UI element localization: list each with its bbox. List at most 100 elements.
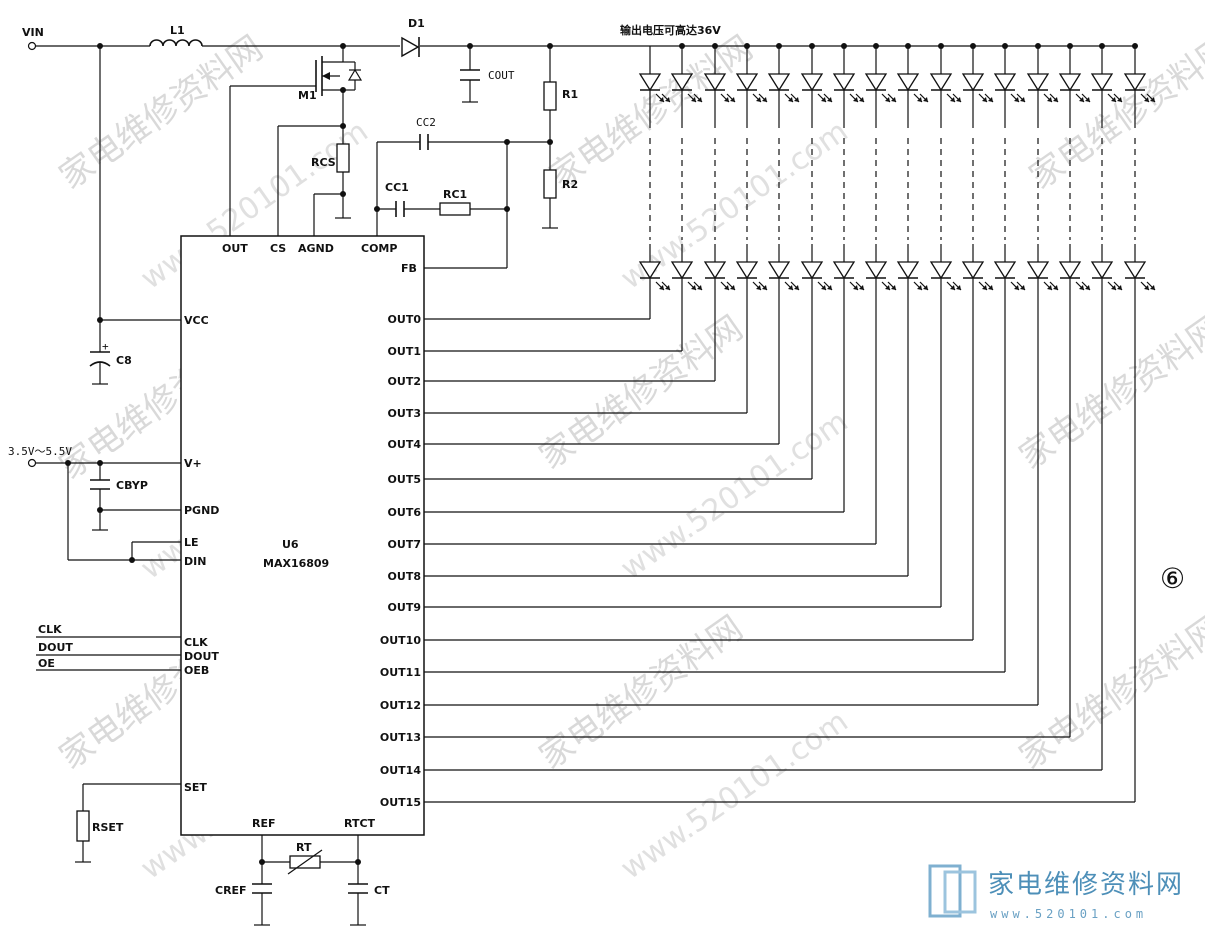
- pin-out1: OUT1: [388, 345, 421, 358]
- pin-fb: FB: [401, 262, 417, 275]
- led-diode: [800, 73, 833, 103]
- rail-junction: [712, 43, 718, 49]
- cc2-label: CC2: [416, 116, 436, 129]
- led-diode: [703, 73, 736, 103]
- pin-pgnd: PGND: [184, 504, 219, 517]
- pin-out3: OUT3: [388, 407, 421, 420]
- rail-junction: [809, 43, 815, 49]
- rcs-label: RCS: [311, 156, 336, 169]
- vin-terminal: [27, 41, 37, 51]
- led-diode: [767, 73, 800, 103]
- r1-resistor: [543, 81, 557, 111]
- led-diode: [961, 261, 994, 291]
- vin-label: VIN: [22, 26, 44, 39]
- led-string-10: [424, 43, 994, 641]
- pin-vplus: V+: [184, 457, 202, 470]
- led-string-9: [424, 43, 962, 608]
- input-side: + C8 3.5V～5.5V CBYP CLK DOUT OE RS: [8, 46, 181, 863]
- rail-junction: [1002, 43, 1008, 49]
- pin-out4: OUT4: [388, 438, 422, 451]
- led-string-11: [424, 43, 1026, 673]
- pin-out0: OUT0: [388, 313, 422, 326]
- supply-terminal: [27, 458, 37, 468]
- led-diode: [1090, 73, 1123, 103]
- pin-comp: COMP: [361, 242, 397, 255]
- pin-dout: DOUT: [184, 650, 219, 663]
- pin-out12: OUT12: [380, 699, 421, 712]
- site-logo: 家电维修资料网 www.520101.com: [928, 864, 1184, 921]
- led-diode: [896, 261, 929, 291]
- supply-label: 3.5V～5.5V: [8, 445, 72, 458]
- cout-label: COUT: [488, 69, 515, 82]
- pin-out6: OUT6: [388, 506, 422, 519]
- rset-resistor: [76, 810, 90, 842]
- led-string-14: [424, 43, 1123, 771]
- ic-ref-label: U6: [282, 538, 299, 551]
- led-diode: [1058, 73, 1091, 103]
- led-diode: [929, 261, 962, 291]
- pin-out13: OUT13: [380, 731, 421, 744]
- r1-label: R1: [562, 88, 578, 101]
- pin-vcc: VCC: [184, 314, 209, 327]
- ic-body: [180, 235, 425, 836]
- pin-oeb: OEB: [184, 664, 209, 677]
- rail-junction: [1067, 43, 1073, 49]
- led-diode: [735, 261, 768, 291]
- led-diode: [832, 261, 865, 291]
- r2-label: R2: [562, 178, 578, 191]
- led-string-12: [424, 43, 1059, 706]
- watermark-site-cn-2: 家电维修资料网: [542, 28, 760, 197]
- power-stage: VIN L1 D1 输出电压可高达36V COUT R1 R2: [22, 17, 1134, 269]
- led-diode: [961, 73, 994, 103]
- watermark-url-4: www.520101.com: [615, 404, 855, 587]
- rail-junction: [938, 43, 944, 49]
- led-diode: [703, 261, 736, 291]
- ct-label: CT: [374, 884, 390, 897]
- cbyp-label: CBYP: [116, 479, 148, 492]
- led-string-5: [424, 43, 833, 480]
- output-voltage-note: 输出电压可高达36V: [620, 23, 721, 37]
- c8-plus: +: [102, 340, 109, 353]
- rail-junction: [744, 43, 750, 49]
- watermark-site-cn-6: 家电维修资料网: [1012, 308, 1205, 477]
- led-diode: [929, 73, 962, 103]
- rc1-label: RC1: [443, 188, 467, 201]
- led-diode: [896, 73, 929, 103]
- pin-agnd: AGND: [298, 242, 334, 255]
- d1-label: D1: [408, 17, 425, 30]
- c8-label: C8: [116, 354, 132, 367]
- l1-label: L1: [170, 24, 185, 37]
- led-string-6: [424, 43, 865, 513]
- rail-junction: [970, 43, 976, 49]
- clk-input-label: CLK: [38, 623, 62, 636]
- rset-label: RSET: [92, 821, 124, 834]
- ic-u6: OUT CS AGND COMP FB VCC V+ PGND LE DIN C…: [180, 235, 425, 836]
- led-string-2: [424, 43, 736, 382]
- pin-rtct: RTCT: [344, 817, 376, 830]
- led-diode: [1123, 261, 1156, 291]
- pin-out8: OUT8: [388, 570, 421, 583]
- led-diode: [1026, 261, 1059, 291]
- r2-resistor: [543, 169, 557, 199]
- led-diode: [993, 73, 1026, 103]
- logo-text-cn: 家电维修资料网: [988, 870, 1184, 900]
- pin-cs: CS: [270, 242, 286, 255]
- pin-out9: OUT9: [388, 601, 421, 614]
- pin-out7: OUT7: [388, 538, 421, 551]
- led-string-3: [424, 43, 768, 414]
- rt-label: RT: [296, 841, 312, 854]
- led-array: [424, 43, 1156, 803]
- led-diode: [670, 73, 703, 103]
- ic-part-label: MAX16809: [263, 557, 329, 570]
- led-diode: [800, 261, 833, 291]
- rail-junction: [679, 43, 685, 49]
- led-diode: [1090, 261, 1123, 291]
- watermark-site-cn-8: 家电维修资料网: [532, 608, 750, 777]
- rail-junction: [1132, 43, 1138, 49]
- led-diode: [767, 261, 800, 291]
- pin-out5: OUT5: [388, 473, 421, 486]
- dout-input-label: DOUT: [38, 641, 73, 654]
- led-diode: [1026, 73, 1059, 103]
- led-diode: [670, 261, 703, 291]
